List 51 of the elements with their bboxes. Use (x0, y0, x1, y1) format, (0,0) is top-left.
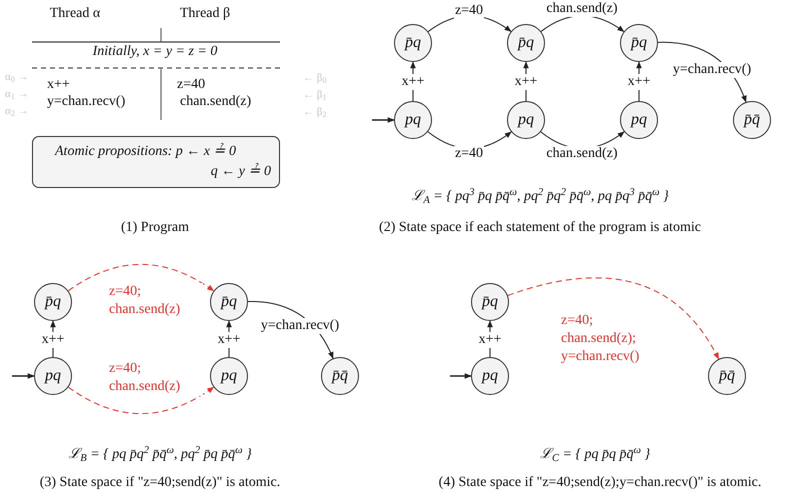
state-node: p̄q (394, 24, 432, 62)
state-node: pq (394, 101, 432, 139)
panel-caption: (4) State space if "z=40;send(z);y=chan.recv()" is atomic. (438, 474, 762, 492)
edge-label: x++ (216, 332, 242, 348)
proposition-text: Atomic propositions: p ← x ≟ 0 (55, 143, 236, 161)
edge-label: y=chan.recv() (672, 62, 752, 78)
language-equation: ℒ$_{A}$ = { pq$^{3}$ p̄q p̄q̄$^{ω}$, pq$^{2}$ p̄q$^{2}$ p̄q̄$^{ω}$, pq p̄q$^{3}$ p̄q̄$^{ω}$ } (411, 188, 669, 206)
language-equation: ℒ$_{B}$ = { pq p̄q$^{2}$ p̄q̄$^{ω}$, pq$^{2}$ p̄q p̄q̄$^{ω}$ } (68, 446, 252, 464)
code-line: y=chan.recv() (47, 93, 126, 111)
edge-label: x++ (626, 74, 652, 90)
code-line: z=40 (177, 76, 206, 94)
edge-label: chan.send(z) (545, 146, 619, 162)
state-node: p̄q (210, 283, 248, 321)
panel-caption: (3) State space if "z=40;send(z)" is atomic. (40, 474, 280, 492)
column-header: Thread α (50, 5, 100, 23)
arrow (372, 117, 395, 123)
state-node: p̄q (471, 283, 509, 321)
initial-condition: Initially, x = y = z = 0 (92, 43, 218, 61)
proposition-text: q ← y ≟ 0 (210, 163, 271, 181)
state-node: pq (34, 357, 72, 395)
state-node: p̄q̄ (733, 101, 771, 139)
state-node: p̄q̄ (321, 357, 359, 395)
state-node: p̄q (507, 24, 545, 62)
edge-label: x++ (514, 74, 538, 90)
state-node: p̄q̄ (708, 357, 746, 395)
edge-label: x++ (40, 332, 66, 348)
edge-label: x++ (400, 74, 426, 90)
language-equation: ℒ$_{C}$ = { pq p̄q p̄q̄$^{ω}$ } (540, 446, 650, 464)
state-node: pq (620, 101, 658, 139)
code-line: x++ (47, 76, 70, 94)
state-node: pq (507, 101, 545, 139)
state-node: p̄q (34, 283, 72, 321)
arrow (450, 373, 472, 379)
state-node: p̄q (620, 24, 658, 62)
edge-label: z=40 (454, 3, 484, 19)
edge-label: chan.send(z) (545, 1, 619, 17)
arrow (507, 277, 720, 360)
proposition-box (32, 136, 280, 188)
state-node: pq (471, 357, 509, 395)
state-node: pq (210, 357, 248, 395)
panel-caption: (1) Program (120, 219, 190, 237)
edge-label: x++ (478, 332, 502, 348)
arrow (68, 386, 214, 414)
code-line: chan.send(z) (180, 93, 252, 111)
edge-label: z=40; chan.send(z) (108, 283, 203, 319)
panel-caption: (2) State space if each statement of the program is atomic (379, 219, 701, 237)
column-header: Thread β (180, 5, 230, 23)
edge-label: y=chan.recv() (260, 318, 340, 334)
edge-label: z=40; chan.send(z) (108, 360, 203, 396)
arrow (12, 373, 35, 379)
arrow (68, 264, 214, 292)
